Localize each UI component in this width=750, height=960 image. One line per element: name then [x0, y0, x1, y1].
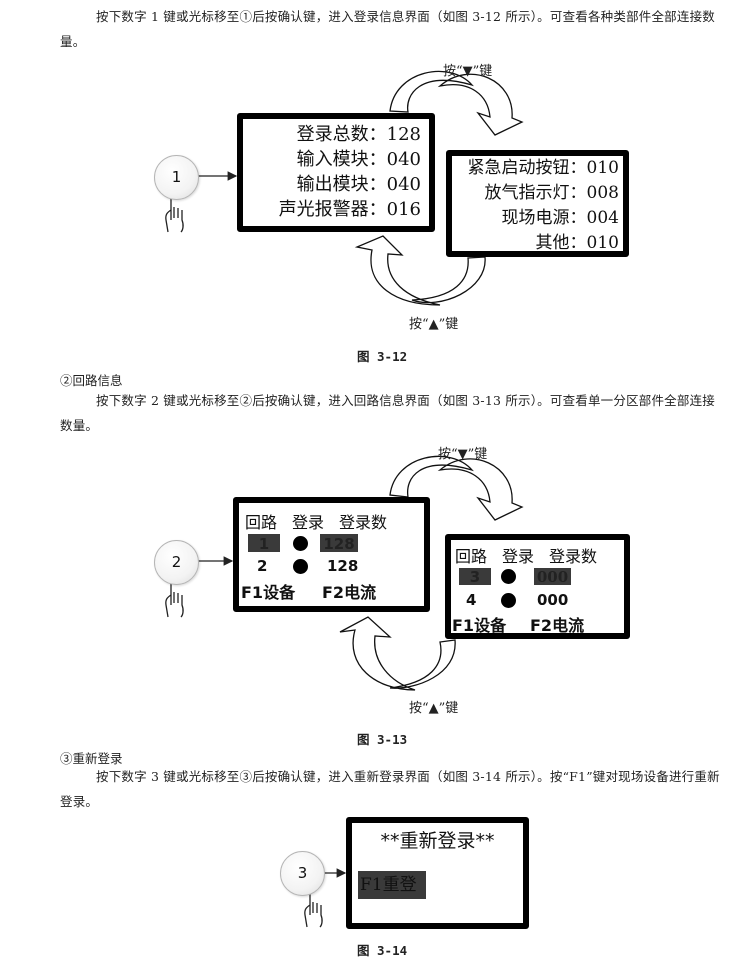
loop-number-selected[interactable]: 1	[248, 534, 280, 553]
f2-current-label: F2电流	[322, 583, 377, 602]
f2-current-label: F2电流	[530, 616, 585, 635]
login-status-dot	[501, 569, 516, 584]
pointing-hand-icon-1	[165, 198, 184, 233]
screen-row: 其他：010	[535, 233, 619, 253]
up-key-label-2: 按“▲”键	[409, 701, 459, 716]
section1-paragraph: 按下数字 1 键或光标移至①后按确认键，进入登录信息界面（如图 3-12 所示）…	[60, 4, 720, 54]
up-key-label-1: 按“▲”键	[409, 317, 459, 332]
screen-row: 现场电源：004	[501, 208, 619, 228]
section3-paragraph-text: 按下数字 3 键或光标移至③后按确认键，进入重新登录界面（如图 3-14 所示）…	[60, 769, 720, 809]
f1-device-label: F1设备	[241, 583, 296, 602]
step-number-1: 1	[171, 168, 182, 186]
loop-number: 2	[257, 557, 268, 575]
section2-paragraph-text: 按下数字 2 键或光标移至②后按确认键，进入回路信息界面（如图 3-13 所示）…	[60, 393, 715, 433]
curved-arrow-down-2	[389, 455, 524, 521]
screen-row: 输入模块：040	[296, 149, 421, 170]
login-summary-screen: 登录总数：128 输入模块：040 输出模块：040 声光报警器：016	[237, 113, 435, 232]
login-status-dot	[293, 559, 308, 574]
figure-caption-3-12: 图 3-12	[357, 349, 408, 364]
column-header-loop: 回路	[245, 513, 278, 532]
loop-info-screen-2: 回路 登录 登录数 3 000 4 000 F1设备 F2电流	[445, 534, 630, 639]
down-key-label-1: 按“▼”键	[443, 64, 493, 79]
relogin-screen: **重新登录** F1重登	[346, 817, 529, 929]
login-detail-screen: 紧急启动按钮：010 放气指示灯：008 现场电源：004 其他：010	[446, 150, 629, 257]
loop-number: 4	[466, 591, 477, 609]
relogin-title: **重新登录**	[380, 830, 495, 852]
section1-paragraph-text: 按下数字 1 键或光标移至①后按确认键，进入登录信息界面（如图 3-12 所示）…	[60, 9, 715, 49]
column-header-login: 登录	[502, 547, 535, 566]
section3-paragraph: 按下数字 3 键或光标移至③后按确认键，进入重新登录界面（如图 3-14 所示）…	[60, 764, 720, 814]
step-circle-2[interactable]: 2	[154, 540, 199, 585]
login-count-selected[interactable]: 000	[534, 568, 571, 586]
section3-heading: ③重新登录	[60, 751, 123, 766]
login-count-selected[interactable]: 128	[320, 534, 358, 553]
column-header-login: 登录	[292, 513, 325, 532]
login-count: 128	[327, 557, 359, 575]
section2-heading: ②回路信息	[60, 373, 123, 388]
step-circle-3[interactable]: 3	[280, 851, 325, 896]
screen-row: 紧急启动按钮：010	[467, 158, 619, 178]
loop-info-screen-1: 回路 登录 登录数 1 128 2 128 F1设备 F2电流	[233, 497, 430, 612]
column-header-login-count: 登录数	[339, 513, 388, 532]
down-key-label-2: 按“▼”键	[438, 447, 488, 462]
screen-row: 放气指示灯：008	[484, 183, 619, 203]
step-number-2: 2	[171, 553, 182, 571]
column-header-loop: 回路	[455, 547, 488, 566]
login-status-dot	[293, 536, 308, 551]
curved-arrow-up-2	[339, 616, 456, 691]
loop-number-selected[interactable]: 3	[459, 568, 491, 586]
f1-device-label: F1设备	[452, 616, 507, 635]
login-status-dot	[501, 593, 516, 608]
screen-row: 输出模块：040	[296, 174, 421, 195]
screen-row: 登录总数：128	[296, 124, 421, 145]
pointing-hand-icon-3	[304, 893, 323, 928]
pointing-hand-icon-2	[165, 583, 184, 618]
curved-arrow-up-1	[354, 235, 486, 306]
curved-arrow-down-1	[389, 70, 524, 136]
section2-paragraph: 按下数字 2 键或光标移至②后按确认键，进入回路信息界面（如图 3-13 所示）…	[60, 388, 720, 438]
figure-caption-3-14: 图 3-14	[357, 943, 408, 958]
column-header-login-count: 登录数	[549, 547, 598, 566]
screen-row: 声光报警器：016	[278, 199, 421, 220]
f1-relogin-button[interactable]: F1重登	[358, 871, 426, 899]
login-count: 000	[537, 591, 569, 609]
step-number-3: 3	[297, 864, 308, 882]
figure-caption-3-13: 图 3-13	[357, 732, 408, 747]
step-circle-1[interactable]: 1	[154, 155, 199, 200]
